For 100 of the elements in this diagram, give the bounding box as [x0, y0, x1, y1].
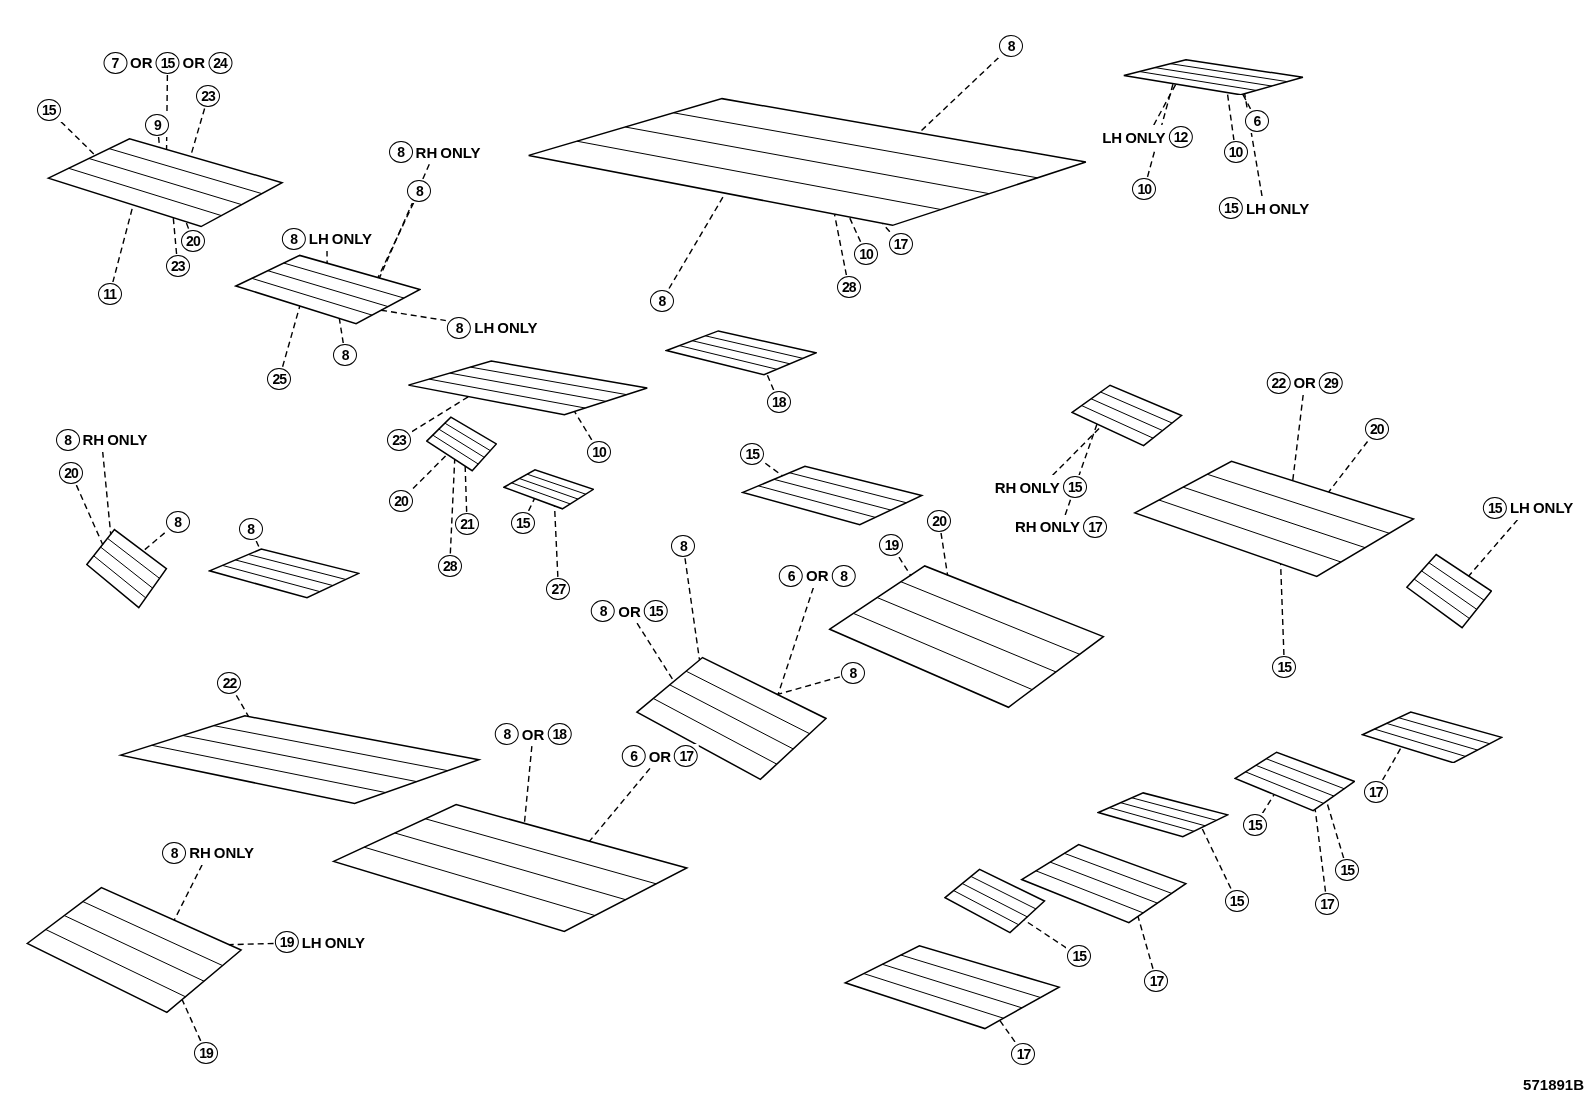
floor-pan-drawing	[827, 563, 1107, 711]
cross-member-drawing	[842, 944, 1061, 1031]
callout-number: 6 OR 17	[620, 744, 700, 769]
callout-number: 8	[332, 343, 359, 368]
leader-line	[185, 221, 190, 230]
callout-number: 8	[648, 288, 675, 313]
callout-number: 27	[545, 576, 572, 601]
leader-line	[377, 202, 415, 279]
leader-line	[999, 1019, 1016, 1043]
leader-line	[764, 462, 784, 477]
callout-number: 8 LH ONLY	[446, 315, 539, 340]
brace-drawing	[1360, 710, 1503, 764]
leader-line	[553, 505, 559, 578]
callout-number: 8 RH ONLY	[387, 140, 482, 165]
callout-number: 8	[670, 534, 697, 559]
leader-line	[1279, 562, 1285, 656]
callout-number: 20	[1363, 417, 1390, 442]
bracket-drawing	[502, 469, 594, 510]
leader-line	[848, 216, 862, 243]
callout-number: 19 LH ONLY	[273, 930, 366, 955]
member-drawing	[665, 329, 818, 376]
callout-number: 17	[1143, 968, 1170, 993]
leader-line	[1137, 915, 1154, 970]
callout-number: 8	[164, 509, 191, 534]
callout-number: 15	[1271, 655, 1298, 680]
callout-number: 8 OR 15	[590, 599, 669, 624]
leader-line	[574, 411, 593, 441]
callout-number: 22	[216, 671, 243, 696]
callout-number: 8 LH ONLY	[280, 226, 374, 251]
callout-number: 15	[1241, 813, 1268, 838]
leader-line	[882, 223, 891, 233]
leader-line	[157, 136, 161, 149]
leader-line	[1242, 93, 1252, 110]
front-frame-drawing	[45, 137, 285, 229]
bracket-drawing	[426, 416, 498, 473]
bracket-drawing	[1096, 791, 1229, 838]
callout-number: 8 OR 18	[493, 722, 573, 747]
leader-line	[411, 396, 469, 433]
callout-number: 17	[1314, 891, 1340, 916]
leader-line	[1146, 82, 1174, 178]
leader-line	[1328, 440, 1369, 493]
floor-pan-drawing	[116, 713, 483, 806]
callout-number: 6 OR 8	[778, 563, 857, 588]
leader-line	[172, 217, 178, 255]
leader-line	[1200, 826, 1232, 890]
leader-line	[1153, 83, 1177, 126]
leader-line	[181, 999, 202, 1042]
callout-number: 15	[509, 510, 536, 535]
callout-number: 17	[1010, 1041, 1037, 1066]
drawing-number: 571891B	[1523, 1076, 1584, 1093]
callout-number: 10	[1222, 140, 1249, 165]
leader-line	[1243, 92, 1263, 197]
callout-number: 19	[193, 1040, 220, 1065]
callout-number: 8	[998, 33, 1025, 58]
rear-floor-pan-drawing	[1132, 458, 1417, 579]
leader-line	[449, 458, 456, 555]
callout-number: 17	[887, 231, 914, 256]
leader-line	[281, 305, 301, 368]
leader-line	[776, 676, 841, 696]
leader-line	[326, 249, 328, 264]
callout-number: 21	[454, 511, 481, 536]
callout-number: 10	[1131, 176, 1158, 201]
cross-member-drawing	[1233, 751, 1356, 813]
callout-number: 23	[195, 84, 222, 109]
bracket-drawing	[86, 527, 168, 610]
leader-line	[1292, 394, 1304, 482]
leader-line	[378, 163, 430, 279]
leader-line	[588, 767, 651, 843]
callout-number: 8 RH ONLY	[161, 840, 256, 865]
callout-number: 20	[926, 508, 953, 533]
callout-number: 15	[1223, 888, 1250, 913]
rear-frame-drawing	[1121, 58, 1305, 96]
leader-line	[235, 694, 250, 717]
callout-number: 15 LH ONLY	[1481, 495, 1575, 520]
leader-line	[379, 309, 447, 322]
leader-line	[142, 532, 166, 552]
leader-line	[766, 372, 775, 391]
leader-line	[1261, 794, 1275, 815]
side-member-drawing	[233, 253, 422, 325]
callout-number: 15	[739, 441, 766, 466]
leader-line	[464, 465, 468, 513]
leader-line	[1314, 808, 1327, 893]
callout-number: 17	[1362, 779, 1389, 804]
callout-number: 23	[164, 254, 191, 278]
leader-line	[75, 484, 104, 546]
leader-line	[1381, 746, 1403, 781]
callout-number: 11	[96, 282, 123, 307]
leader-line	[102, 450, 112, 536]
leader-line	[833, 214, 848, 277]
leader-line	[523, 745, 533, 825]
callout-number: RH ONLY 15	[993, 475, 1088, 500]
callout-number: 8	[237, 516, 264, 541]
callout-number: 15	[35, 97, 62, 122]
member-drawing	[741, 465, 924, 526]
callout-number: 20	[58, 461, 85, 486]
dash-panel-drawing	[25, 885, 244, 1016]
callout-number: 15	[1066, 944, 1093, 969]
callout-number: 18	[765, 390, 792, 415]
callout-number: 8 RH ONLY	[54, 427, 149, 452]
leader-line	[228, 942, 275, 946]
